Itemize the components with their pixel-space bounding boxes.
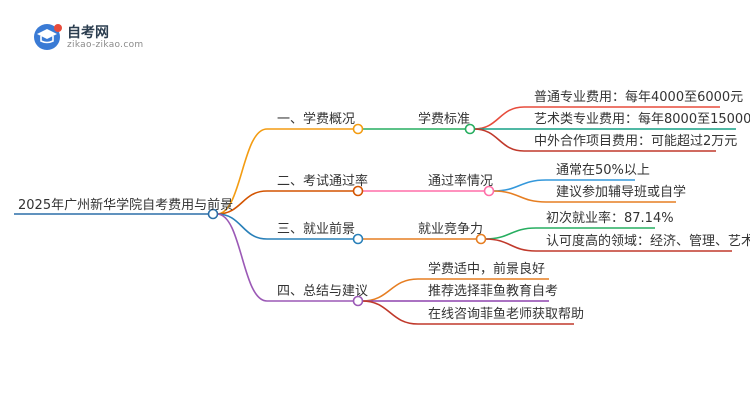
leaf-4-3-link xyxy=(361,300,419,325)
leaf-2-2-link xyxy=(492,190,547,203)
root-node-label: 2025年广州新华学院自考费用与前景 xyxy=(18,198,234,213)
branch-3-sub-label: 就业竞争力 xyxy=(418,222,484,237)
branch-1-label: 一、学费概况 xyxy=(277,112,356,127)
branch-2-link xyxy=(216,190,268,215)
branch-2-label: 二、考试通过率 xyxy=(277,174,369,189)
leaf-1-2: 艺术类专业费用：每年8000至15000元 xyxy=(534,112,750,127)
leaf-1-1-link xyxy=(473,106,525,130)
leaf-2-1-link xyxy=(492,179,547,192)
branch-3-dot xyxy=(352,233,364,245)
branch-3-label: 三、就业前景 xyxy=(277,222,356,237)
branch-1-dot xyxy=(352,123,364,135)
branch-4-dot xyxy=(352,295,364,307)
leaf-3-2: 认可度高的领域：经济、管理、艺术 xyxy=(546,234,750,249)
leaf-2-2: 建议参加辅导班或自学 xyxy=(556,185,687,200)
branch-3-link xyxy=(216,213,268,240)
branch-2-dot xyxy=(352,185,364,197)
mindmap-nodes xyxy=(207,123,495,307)
brand-logo-icon xyxy=(34,24,62,50)
branch-1-sub-label: 学费标准 xyxy=(418,112,471,127)
branch-2-sub-dot xyxy=(483,185,495,197)
branch-4-label: 四、总结与建议 xyxy=(277,284,369,299)
leaf-4-1-link xyxy=(361,278,419,302)
leaf-3-1: 初次就业率：87.14% xyxy=(546,211,674,226)
leaf-4-1: 学费适中，前景良好 xyxy=(428,262,546,277)
leaf-4-2: 推荐选择菲鱼教育自考 xyxy=(428,284,559,299)
branch-2-sub-label: 通过率情况 xyxy=(428,174,494,189)
branch-1-link xyxy=(216,128,268,215)
brand-url: zikao-zikao.com xyxy=(67,40,144,50)
leaf-2-1: 通常在50%以上 xyxy=(556,163,650,178)
branch-3-sub-dot xyxy=(475,233,487,245)
leaf-4-3: 在线咨询菲鱼老师获取帮助 xyxy=(428,307,585,322)
leaf-1-1: 普通专业费用：每年4000至6000元 xyxy=(534,90,744,105)
mindmap-links xyxy=(14,106,736,325)
brand-name: 自考网 xyxy=(67,25,109,41)
leaf-1-3: 中外合作项目费用：可能超过2万元 xyxy=(534,134,738,149)
branch-1-sub-dot xyxy=(464,123,476,135)
root-node-dot xyxy=(207,208,219,220)
leaf-3-1-link xyxy=(484,227,537,240)
branch-4-link xyxy=(216,213,268,302)
leaf-3-2-link xyxy=(484,238,537,252)
leaf-1-3-link xyxy=(473,128,525,152)
